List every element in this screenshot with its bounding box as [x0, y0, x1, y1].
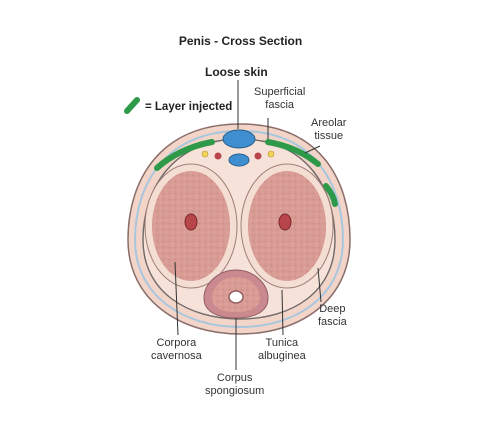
superficial-fascia-ring [133, 129, 345, 329]
legend-swatch [124, 97, 140, 114]
deep-dorsal-vein [228, 153, 250, 167]
dorsal-artery-left [214, 152, 222, 160]
right-cavernosal-artery [278, 213, 292, 231]
urethra [228, 290, 244, 304]
label-loose-skin: Loose skin [205, 65, 268, 79]
dorsal-vein-large [222, 129, 256, 149]
label-areolar-tissue: Areolar tissue [311, 117, 347, 142]
dorsal-nerve-left [201, 150, 209, 158]
label-deep-fascia: Deep fascia [318, 303, 347, 328]
leader-lines [174, 80, 322, 370]
label-tunica-albuginea: Tunica albuginea [258, 337, 306, 362]
left-cavernosal-artery [184, 213, 198, 231]
label-corpora-cavernosa: Corpora cavernosa [151, 337, 202, 362]
dorsal-nerve-right [267, 150, 275, 158]
label-corpus-spongiosum: Corpus spongiosum [205, 372, 265, 397]
injected-layer-segments [154, 139, 338, 207]
label-superficial-fascia: Superficial fascia [254, 86, 306, 111]
dorsal-artery-right [254, 152, 262, 160]
diagram-title: Penis - Cross Section [178, 34, 303, 48]
legend-label: = Layer injected [145, 101, 233, 113]
